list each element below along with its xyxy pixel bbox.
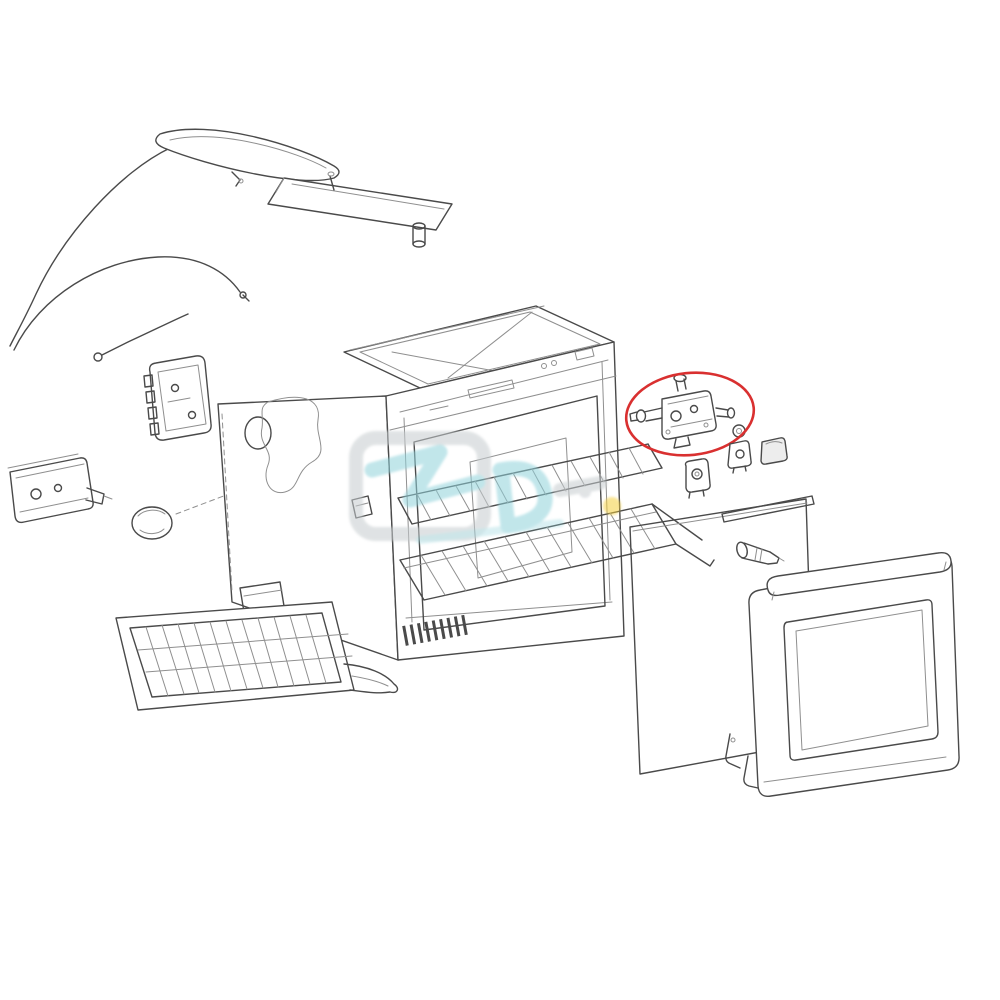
burner-blade-assembly: [155, 128, 340, 187]
door-trim-strip: [721, 495, 815, 523]
grill-pan-with-handle: [115, 601, 399, 711]
control-knob: [760, 437, 788, 465]
micro-switch-1: [684, 458, 711, 499]
watermark-gray-dot: [579, 486, 591, 498]
rack-slide-rod: [651, 503, 715, 567]
capillary-wire-curved: [13, 256, 250, 351]
highlight-ellipse: [624, 371, 756, 457]
thermostat-probe: [736, 541, 785, 565]
door-handle: [766, 551, 952, 601]
door-window: [783, 599, 939, 761]
control-panel-strip: [389, 347, 617, 431]
capillary-wire-long: [9, 147, 189, 362]
round-cap-knob: [131, 506, 173, 540]
deflector-plate: [267, 171, 453, 248]
gas-valve-thermostat-assembly: [629, 373, 736, 449]
cabinet-interior: [469, 437, 573, 579]
oven-door: [748, 551, 960, 797]
igniter-unit: [7, 453, 113, 524]
watermark-logo: [349, 431, 621, 544]
door-hinges: [725, 733, 759, 789]
pan-handle: [343, 663, 399, 694]
roller-pin: [412, 222, 426, 248]
micro-switch-2: [727, 440, 752, 474]
wire-rack-lower: [399, 503, 715, 601]
control-box: [143, 355, 212, 441]
watermark-yellow-dot: [603, 497, 621, 515]
